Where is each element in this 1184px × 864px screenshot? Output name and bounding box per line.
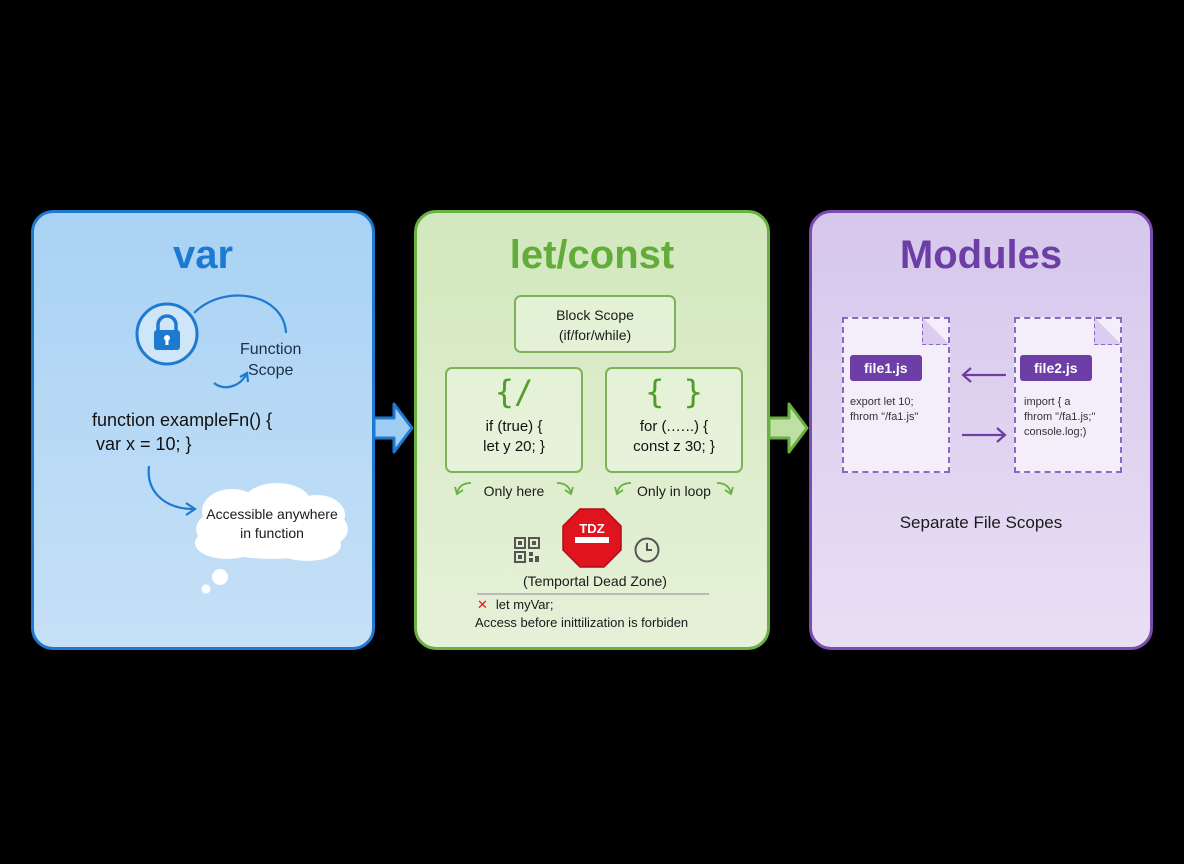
file1-code-line2: fhrom "/fa1.js"	[850, 411, 919, 423]
lock-icon	[134, 301, 200, 367]
tdz-divider	[477, 593, 709, 595]
file1-label: file1.js	[850, 355, 922, 381]
for-code-line2: const z 30; }	[633, 438, 715, 455]
file2-folded-corner	[1094, 317, 1122, 345]
file2-code: import { a fhrom "/fa1.js;" console.log;)	[1024, 395, 1095, 440]
function-scope-line2: Scope	[248, 362, 294, 379]
thought-cloud	[195, 483, 348, 594]
let-const-title: let/const	[509, 233, 675, 277]
block-scope-line2: (if/for/while)	[558, 327, 632, 343]
var-title: var	[172, 233, 234, 277]
for-block-box: { } for (.…..) { const z 30; }	[605, 367, 743, 473]
block-scope-line1: Block Scope	[556, 307, 634, 323]
file1-code: export let 10; fhrom "/fa1.js"	[850, 395, 918, 425]
cloud-text: Accessible anywhere in function	[194, 505, 350, 543]
var-code-line2: var x = 10; }	[96, 434, 192, 454]
file2-code-line3: console.log;)	[1024, 426, 1087, 438]
error-x-icon: ✕	[477, 598, 488, 613]
only-here-arrows	[454, 482, 574, 496]
error-text: Access before inittilization is forbiden	[475, 615, 689, 630]
for-brace-icon: { }	[645, 373, 703, 411]
if-code-line1: if (true) {	[485, 418, 543, 435]
qr-icon	[514, 537, 540, 563]
right-arrow-icon	[372, 402, 414, 454]
for-code: for (.…..) { const z 30; }	[607, 417, 741, 457]
clock-icon	[634, 537, 660, 563]
for-code-line1: for (.…..) {	[639, 418, 709, 435]
tdz-label: (Temportal Dead Zone)	[523, 573, 667, 589]
modules-title: Modules	[899, 233, 1063, 277]
cloud-text-line1: Accessible anywhere	[206, 506, 338, 522]
module-exchange-arrows	[961, 367, 1007, 443]
curve-arrow-to-cloud	[147, 465, 197, 516]
modules-panel: Modules file1.js export let 10; fhrom "/f…	[809, 210, 1153, 650]
if-block-box: {/ if (true) { let y 20; }	[445, 367, 583, 473]
file1-document	[842, 317, 950, 473]
tdz-sign-text: TDZ	[579, 521, 605, 536]
function-scope-label: Function Scope	[240, 339, 301, 381]
cloud-text-line2: in function	[240, 525, 304, 541]
right-arrow-icon-2	[767, 402, 809, 454]
only-in-loop-caption: Only in loop	[637, 483, 711, 499]
file2-code-line1: import { a	[1024, 396, 1071, 408]
scope-curve-arrows	[193, 294, 288, 389]
only-in-loop-arrows	[614, 482, 734, 496]
var-code-snippet: function exampleFn() { var x = 10; }	[92, 408, 272, 456]
function-scope-line1: Function	[240, 341, 302, 358]
error-line: ✕ let myVar;	[477, 597, 553, 613]
only-here-caption: Only here	[483, 483, 545, 499]
error-code: let myVar;	[495, 597, 554, 612]
if-code-line2: let y 20; }	[483, 438, 545, 455]
file2-label: file2.js	[1020, 355, 1092, 381]
file1-folded-corner	[922, 317, 950, 345]
stop-sign-icon	[562, 508, 622, 568]
let-const-panel: let/const Block Scope (if/for/while) {/ …	[414, 210, 770, 650]
file2-document	[1014, 317, 1122, 473]
if-brace-icon: {/	[494, 373, 534, 411]
if-code: if (true) { let y 20; }	[447, 417, 581, 457]
var-code-line1: function exampleFn() {	[92, 410, 273, 430]
block-scope-box: Block Scope (if/for/while)	[514, 295, 676, 353]
var-panel: var Function Scope function exampleFn() …	[31, 210, 375, 650]
file2-code-line2: fhrom "/fa1.js;"	[1024, 411, 1096, 423]
file1-code-line1: export let 10;	[850, 396, 914, 408]
separate-file-scopes-caption: Separate File Scopes	[899, 513, 1063, 532]
